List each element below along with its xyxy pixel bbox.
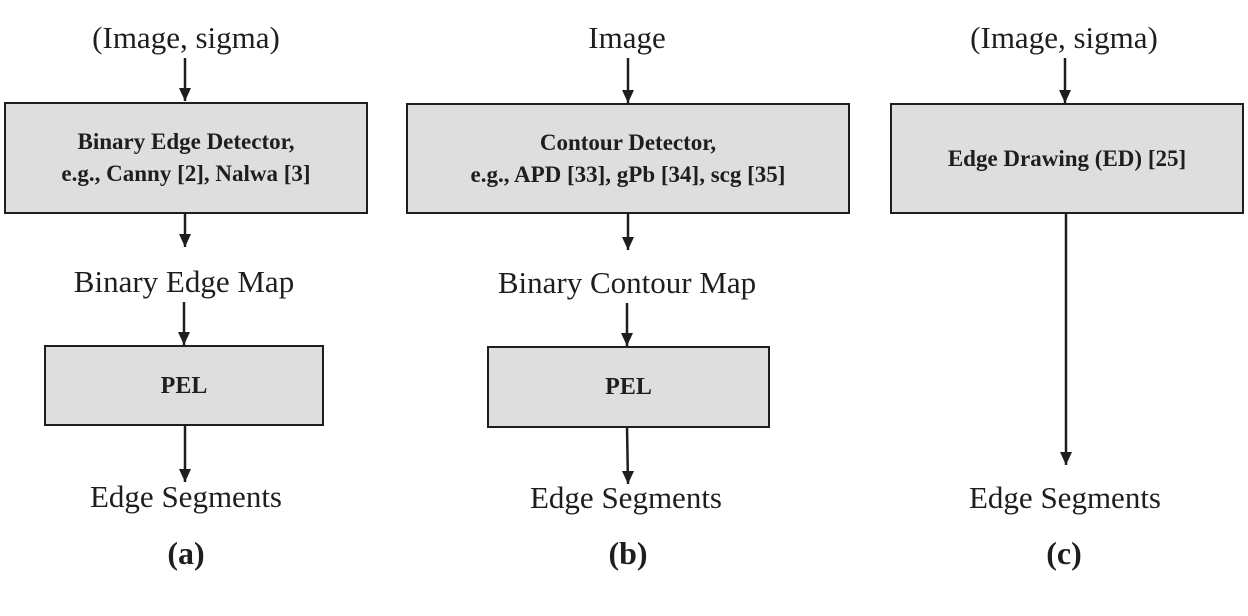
output-label-c: Edge Segments	[969, 480, 1161, 515]
output-label-b: Edge Segments	[530, 480, 722, 515]
detector-title-a: Binary Edge Detector,	[77, 129, 295, 154]
contour-detector-box: Contour Detector, e.g., APD [33], gPb [3…	[406, 103, 850, 214]
detector-examples-a: e.g., Canny [2], Nalwa [3]	[61, 161, 311, 186]
intermediate-label-b: Binary Contour Map	[497, 265, 757, 300]
pel-label-b: PEL	[605, 374, 652, 400]
pel-label-a: PEL	[160, 372, 208, 399]
arrowhead	[622, 90, 634, 103]
pel-box-a: PEL	[44, 345, 324, 426]
input-label-b: Image	[588, 20, 666, 55]
sublabel-c: (c)	[1046, 535, 1082, 571]
intermediate-label-a: Binary Edge Map	[73, 264, 295, 299]
arrowhead	[179, 234, 191, 247]
arrowhead	[178, 332, 190, 345]
arrowhead	[1060, 452, 1072, 465]
arrowhead	[1059, 90, 1071, 103]
binary-edge-detector-box: Binary Edge Detector, e.g., Canny [2], N…	[4, 102, 368, 214]
output-label-a: Edge Segments	[90, 479, 282, 514]
sublabel-a: (a)	[167, 535, 205, 571]
input-label-a: (Image, sigma)	[92, 20, 280, 55]
ed-label: Edge Drawing (ED) [25]	[947, 145, 1187, 171]
sublabel-b: (b)	[608, 535, 648, 571]
arrowhead	[179, 469, 191, 482]
input-label-c: (Image, sigma)	[970, 20, 1158, 55]
detector-examples-b: e.g., APD [33], gPb [34], scg [35]	[470, 161, 786, 187]
edge-drawing-box: Edge Drawing (ED) [25]	[890, 103, 1244, 214]
arrowhead	[621, 333, 633, 346]
arrowhead	[622, 237, 634, 250]
arrowhead	[179, 88, 191, 101]
pel-box-b: PEL	[487, 346, 770, 428]
detector-title-b: Contour Detector,	[539, 129, 717, 155]
arrowhead	[622, 471, 634, 484]
